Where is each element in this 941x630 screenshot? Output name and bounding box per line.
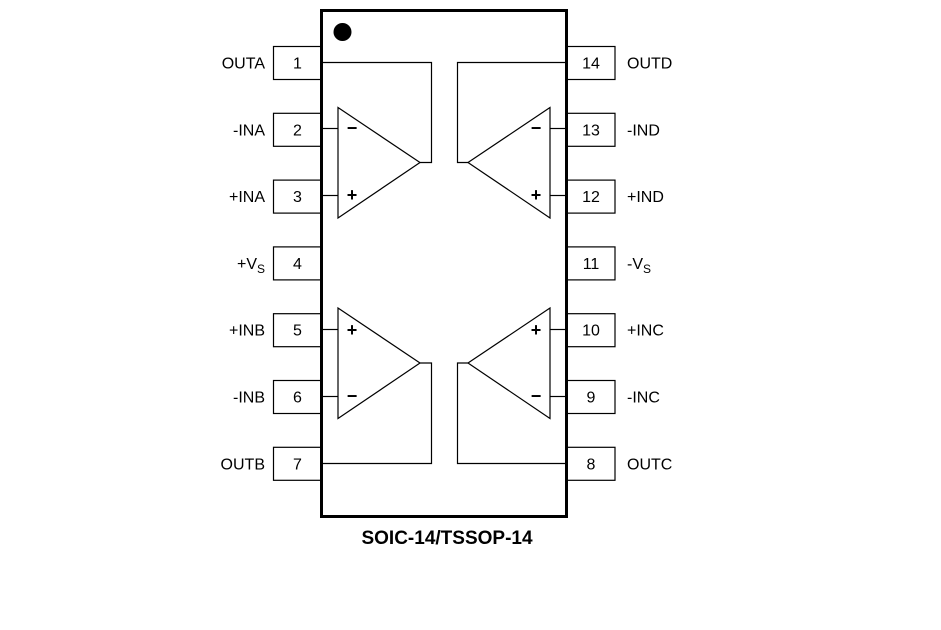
pin-label: -IND [627, 122, 660, 139]
pin-box [566, 246, 616, 281]
pin-number: 6 [293, 390, 302, 407]
pin-number: 11 [583, 256, 600, 273]
opamp-d-output-wire [456, 61, 566, 164]
pin-6: 6 -INB [233, 379, 323, 415]
pin-label: -INC [627, 390, 660, 407]
pin-5: 5 +INB [229, 313, 323, 348]
pin-box [272, 446, 323, 481]
pin-label: +VS [237, 256, 265, 276]
pin-box [272, 179, 323, 214]
opamp-d-triangle [466, 106, 551, 220]
pin-box [566, 313, 616, 348]
pin-number: 14 [582, 56, 600, 73]
package-caption: SOIC-14/TSSOP-14 [361, 528, 532, 549]
right-pin-column: 14 OUTD 13 -IND 12 +IND 11 -VS 10 +INC 9 -INC 8 OUTC [566, 45, 672, 481]
opamp-b-triangle [337, 306, 422, 420]
opamp-a-top-sign: − [347, 118, 358, 138]
pin-11: 11 -VS [566, 246, 651, 281]
pin-number: 2 [293, 122, 302, 139]
pin-13: 13 -IND [566, 112, 660, 147]
pin-3: 3 +INA [229, 179, 323, 214]
pin1-marker-dot [333, 23, 352, 41]
opamp-c-top-sign: + [531, 320, 542, 340]
pin-box [566, 446, 616, 481]
pin-9: 9 -INC [566, 379, 660, 415]
pin-number: 4 [293, 256, 302, 273]
pin-label: +INC [627, 323, 664, 340]
pin-8: 8 OUTC [566, 446, 672, 481]
pin-label: +INB [229, 323, 265, 340]
pin-label: -INB [233, 390, 265, 407]
pin-number: 5 [293, 323, 302, 340]
pin-12: 12 +IND [566, 179, 664, 214]
opamp-c-bottom-sign: − [531, 386, 542, 406]
pin-number: 8 [587, 456, 596, 473]
pin-label: +INA [229, 189, 265, 206]
pin-box [272, 379, 323, 415]
pin-box [272, 45, 323, 81]
pin-label: -INA [233, 122, 265, 139]
opamp-d-top-sign: − [531, 118, 542, 138]
pin-14: 14 OUTD [566, 45, 672, 81]
pin-label: -VS [627, 256, 651, 276]
pin-10: 10 +INC [566, 313, 664, 348]
pin-box [272, 313, 323, 348]
pin-2: 2 -INA [233, 112, 323, 147]
opamp-a-bottom-sign: + [347, 185, 358, 205]
opamp-c-output-wire [456, 362, 566, 465]
opamp-b: + − [323, 306, 433, 465]
pin-box [566, 379, 616, 415]
pin-number: 9 [587, 390, 596, 407]
opamp-b-output-wire [323, 362, 433, 465]
opamp-c: + − [456, 306, 566, 465]
package-body [320, 9, 568, 518]
opamp-a: − + [323, 61, 433, 220]
pin-4: 4 +VS [237, 246, 323, 281]
pin-label: +IND [627, 189, 664, 206]
pin-label: OUTB [221, 456, 265, 473]
opamp-a-triangle [337, 106, 422, 220]
pin-label: OUTA [222, 56, 266, 73]
pin-number: 3 [293, 189, 302, 206]
opamp-b-bottom-sign: − [347, 386, 358, 406]
pin-1: 1 OUTA [222, 45, 323, 81]
pin-number: 13 [582, 122, 600, 139]
pin-number: 12 [582, 189, 600, 206]
opamp-d-bottom-sign: + [531, 185, 542, 205]
pin-7: 7 OUTB [221, 446, 323, 481]
pin-number: 10 [582, 323, 600, 340]
opamp-c-triangle [466, 306, 551, 420]
pin-label: OUTD [627, 56, 672, 73]
pin-label: OUTC [627, 456, 672, 473]
pin-number: 7 [293, 456, 302, 473]
opamp-d: − + [456, 61, 566, 220]
left-pin-column: 1 OUTA 2 -INA 3 +INA 4 +VS 5 +INB 6 -INB 7 OUTB [221, 45, 323, 481]
opamp-b-top-sign: + [347, 320, 358, 340]
pin-number: 1 [293, 56, 302, 73]
opamp-a-output-wire [323, 61, 433, 164]
pin-box [272, 112, 323, 147]
